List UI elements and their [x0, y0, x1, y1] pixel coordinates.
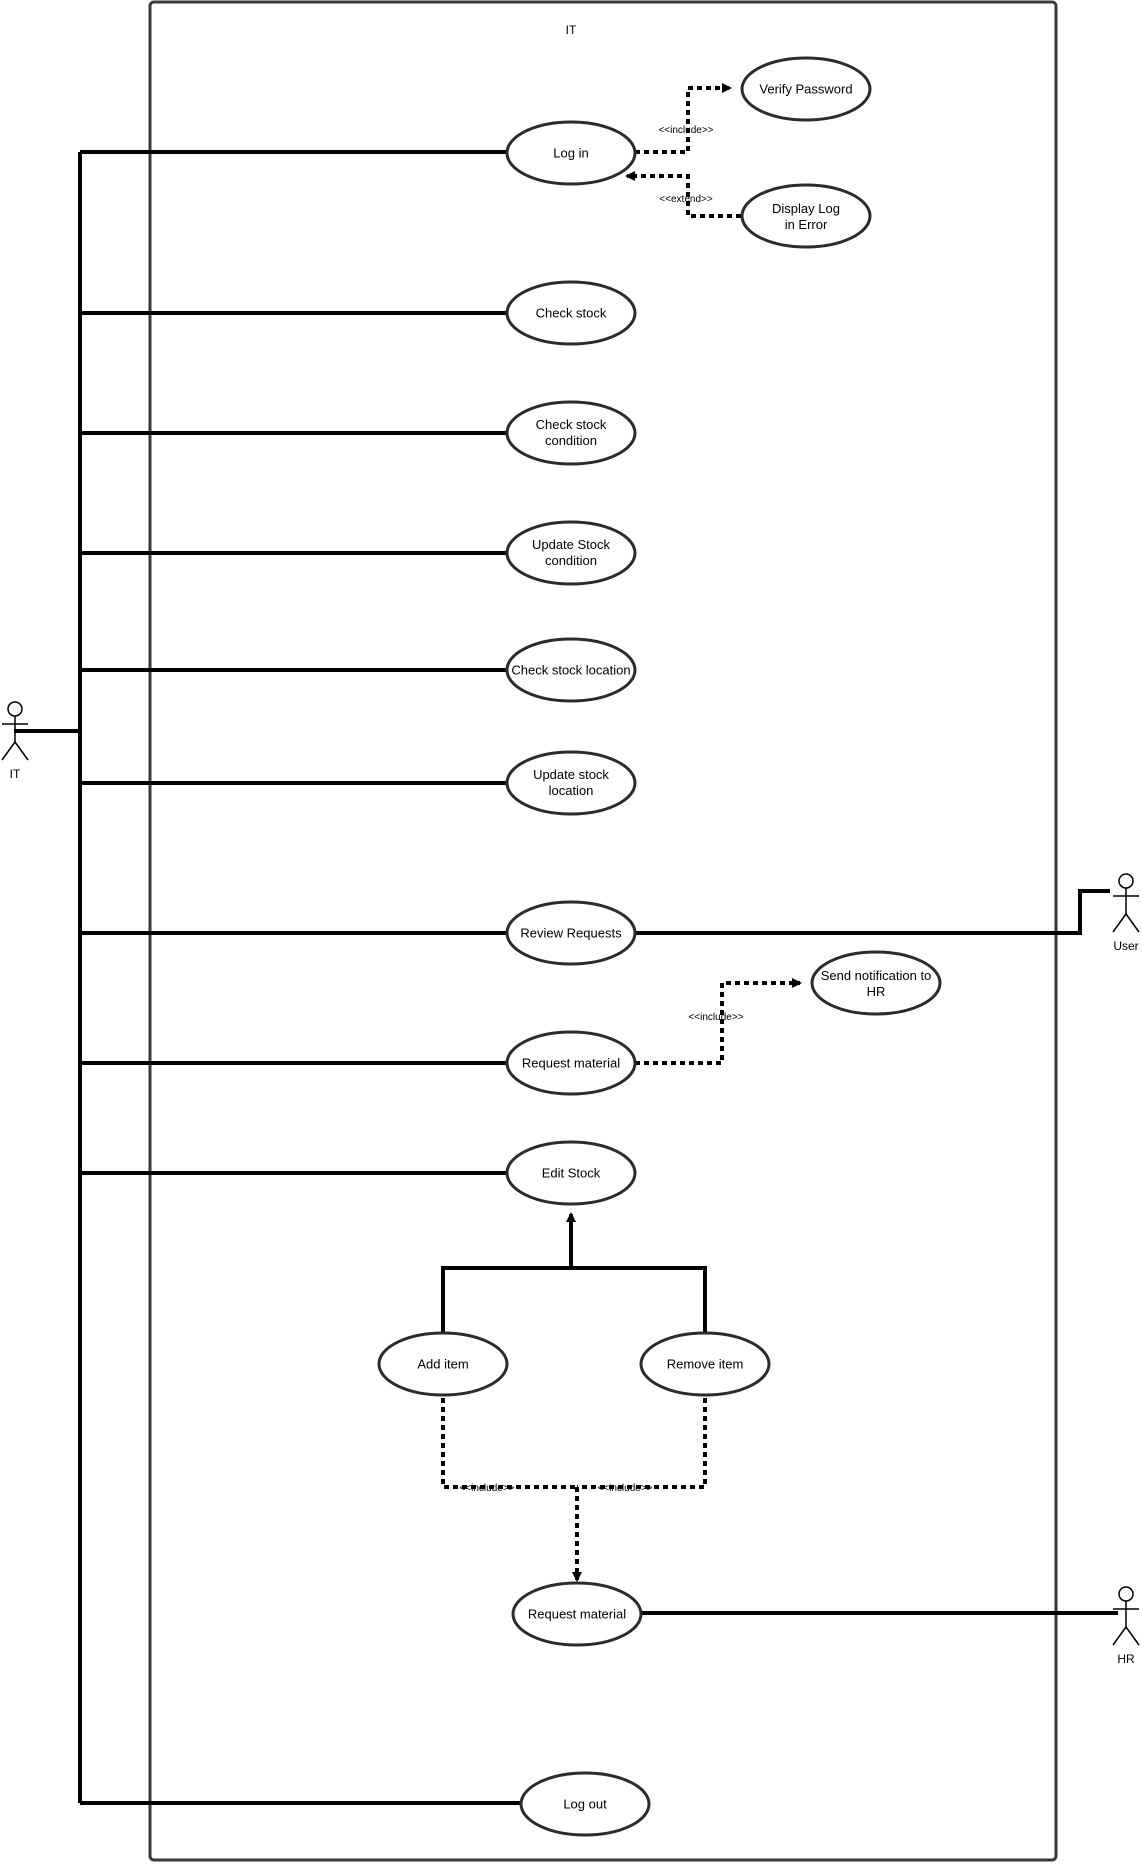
svg-text:Check stock: Check stock	[536, 417, 607, 432]
svg-text:Check stock location: Check stock location	[511, 663, 630, 678]
actor-figure-icon	[1112, 873, 1140, 933]
actor-hr[interactable]: HR	[1112, 1586, 1140, 1666]
user-association	[635, 889, 1110, 935]
svg-text:HR: HR	[867, 984, 886, 999]
include-verify-connector	[635, 83, 732, 154]
actor-it-label: IT	[10, 767, 21, 781]
include-label-remove: <<include>>	[597, 1483, 652, 1494]
svg-text:Display Log: Display Log	[772, 201, 840, 216]
include-request-connectors	[441, 1398, 707, 1582]
svg-text:Check stock: Check stock	[536, 306, 607, 321]
svg-text:Update Stock: Update Stock	[532, 537, 611, 552]
use-case-update-stock-location[interactable]: Update stock location	[505, 750, 637, 816]
use-case-edit-stock[interactable]: Edit Stock	[505, 1140, 637, 1206]
use-case-request-material-hr[interactable]: Request material	[511, 1581, 643, 1647]
use-case-add-item[interactable]: Add item	[377, 1331, 509, 1397]
actor-figure-icon	[1112, 1586, 1140, 1646]
generalization-edit-stock	[441, 1212, 707, 1333]
actor-figure-icon	[1, 701, 29, 761]
include-label-add: <<include>>	[459, 1483, 514, 1494]
svg-text:condition: condition	[545, 433, 597, 448]
use-case-display-log-in-error[interactable]: Display Log in Error	[740, 183, 872, 249]
include-label-notify: <<include>>	[688, 1012, 743, 1023]
use-case-remove-item[interactable]: Remove item	[639, 1331, 771, 1397]
use-case-verify-password[interactable]: Verify Password	[740, 56, 872, 122]
svg-text:location: location	[549, 783, 594, 798]
svg-text:Verify Password: Verify Password	[759, 82, 852, 97]
actor-user-label: User	[1113, 939, 1138, 953]
use-case-send-notification-to-hr[interactable]: Send notification to HR	[810, 950, 942, 1016]
it-associations	[14, 150, 521, 1805]
use-case-review-requests[interactable]: Review Requests	[505, 900, 637, 966]
svg-text:Request material: Request material	[522, 1056, 620, 1071]
svg-text:in Error: in Error	[785, 217, 828, 232]
system-title: IT	[566, 23, 577, 37]
include-notify-connector	[635, 978, 802, 1065]
use-case-check-stock-location[interactable]: Check stock location	[505, 637, 637, 703]
extend-label-error: <<extend>>	[659, 194, 713, 205]
use-case-log-out[interactable]: Log out	[519, 1771, 651, 1837]
svg-text:Review Requests: Review Requests	[520, 926, 622, 941]
use-case-update-stock-condition[interactable]: Update Stock condition	[505, 520, 637, 586]
svg-text:Log in: Log in	[553, 146, 588, 161]
use-case-check-stock[interactable]: Check stock	[505, 280, 637, 346]
svg-text:Remove item: Remove item	[667, 1357, 744, 1372]
actor-user[interactable]: User	[1112, 873, 1140, 953]
use-case-request-material[interactable]: Request material	[505, 1030, 637, 1096]
extend-error-connector	[625, 171, 741, 218]
use-case-check-stock-condition[interactable]: Check stock condition	[505, 400, 637, 466]
svg-text:Update stock: Update stock	[533, 767, 609, 782]
svg-text:Edit Stock: Edit Stock	[542, 1166, 601, 1181]
svg-text:Send notification to: Send notification to	[821, 968, 932, 983]
svg-text:condition: condition	[545, 553, 597, 568]
svg-text:Add item: Add item	[417, 1357, 468, 1372]
svg-text:Request material: Request material	[528, 1607, 626, 1622]
actor-hr-label: HR	[1117, 1652, 1135, 1666]
use-case-log-in[interactable]: Log in	[505, 120, 637, 186]
include-label-verify: <<include>>	[658, 125, 713, 136]
actor-it[interactable]: IT	[1, 701, 29, 781]
svg-text:Log out: Log out	[563, 1797, 607, 1812]
